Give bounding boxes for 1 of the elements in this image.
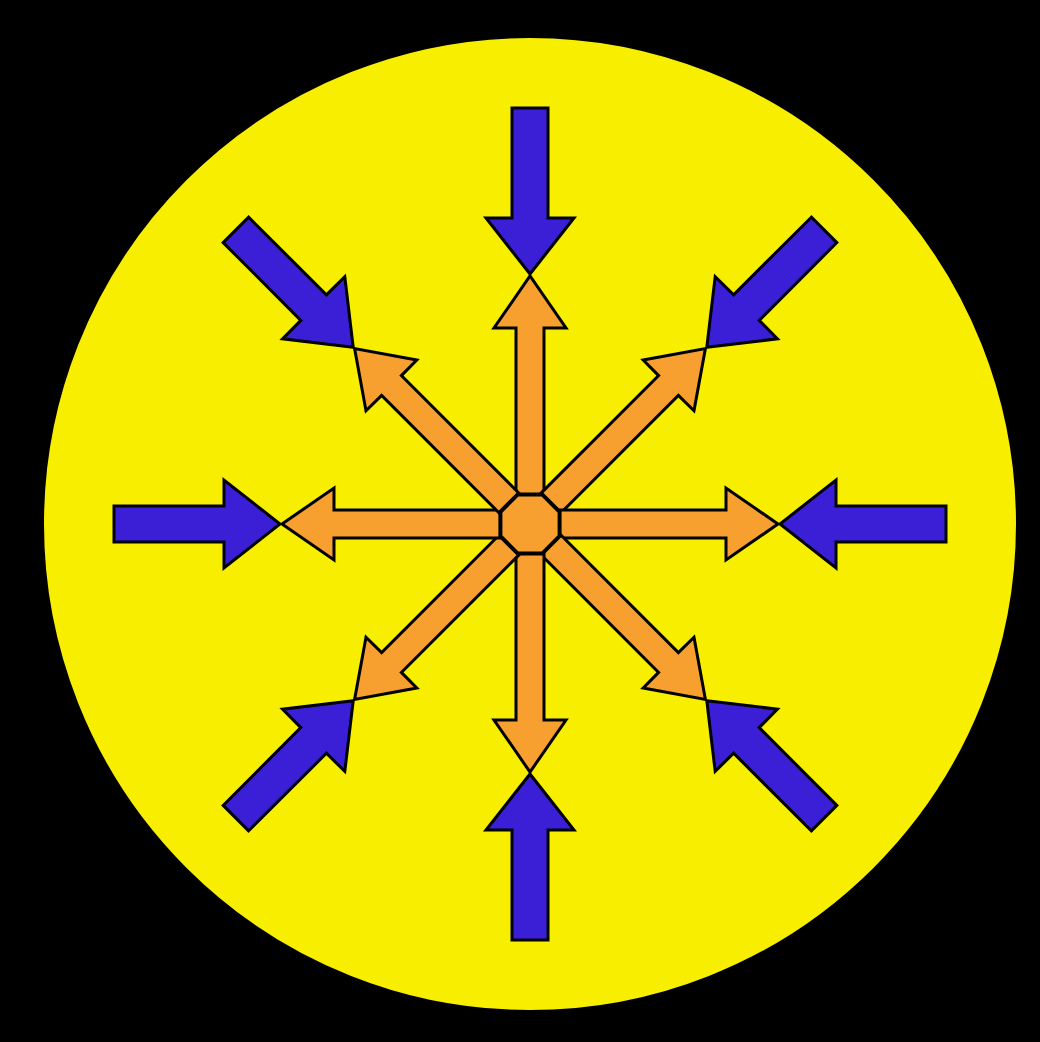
disc xyxy=(40,34,1020,1014)
